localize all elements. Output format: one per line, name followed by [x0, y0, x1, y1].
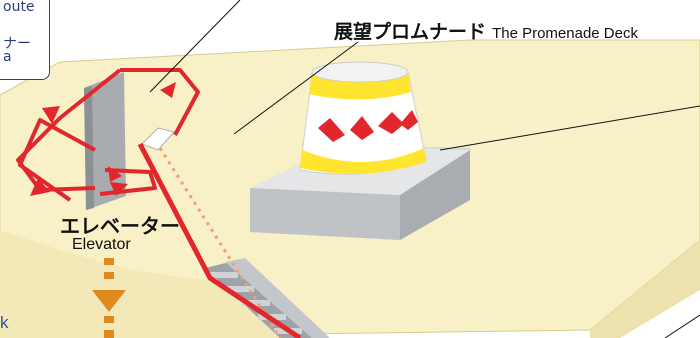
small-pad	[141, 127, 175, 151]
deck-lower	[0, 230, 300, 338]
leader-lines	[149, 0, 700, 338]
dotted-path	[158, 147, 282, 338]
legend-line-1: oute	[3, 0, 35, 15]
legend-line-3: a	[3, 49, 12, 65]
legend-box: oute ナー a	[0, 0, 50, 80]
route-arrowheads	[30, 82, 176, 196]
promenade-deck-label-en: The Promenade Deck	[492, 25, 638, 42]
legend-line-2: ナー	[3, 36, 31, 52]
elevator-arrow	[92, 258, 126, 338]
elevator-label-jp: エレベーター	[60, 214, 180, 238]
promenade-deck-label: 展望プロムナード The Promenade Deck	[334, 20, 638, 46]
cafe-building	[299, 61, 427, 175]
deck-edge	[590, 240, 700, 338]
left-edge-text-fragment: k	[0, 313, 9, 332]
route-lines	[16, 68, 302, 338]
elevator-label-en: Elevator	[72, 236, 131, 253]
promenade-deck-label-jp: 展望プロムナード	[334, 21, 487, 43]
